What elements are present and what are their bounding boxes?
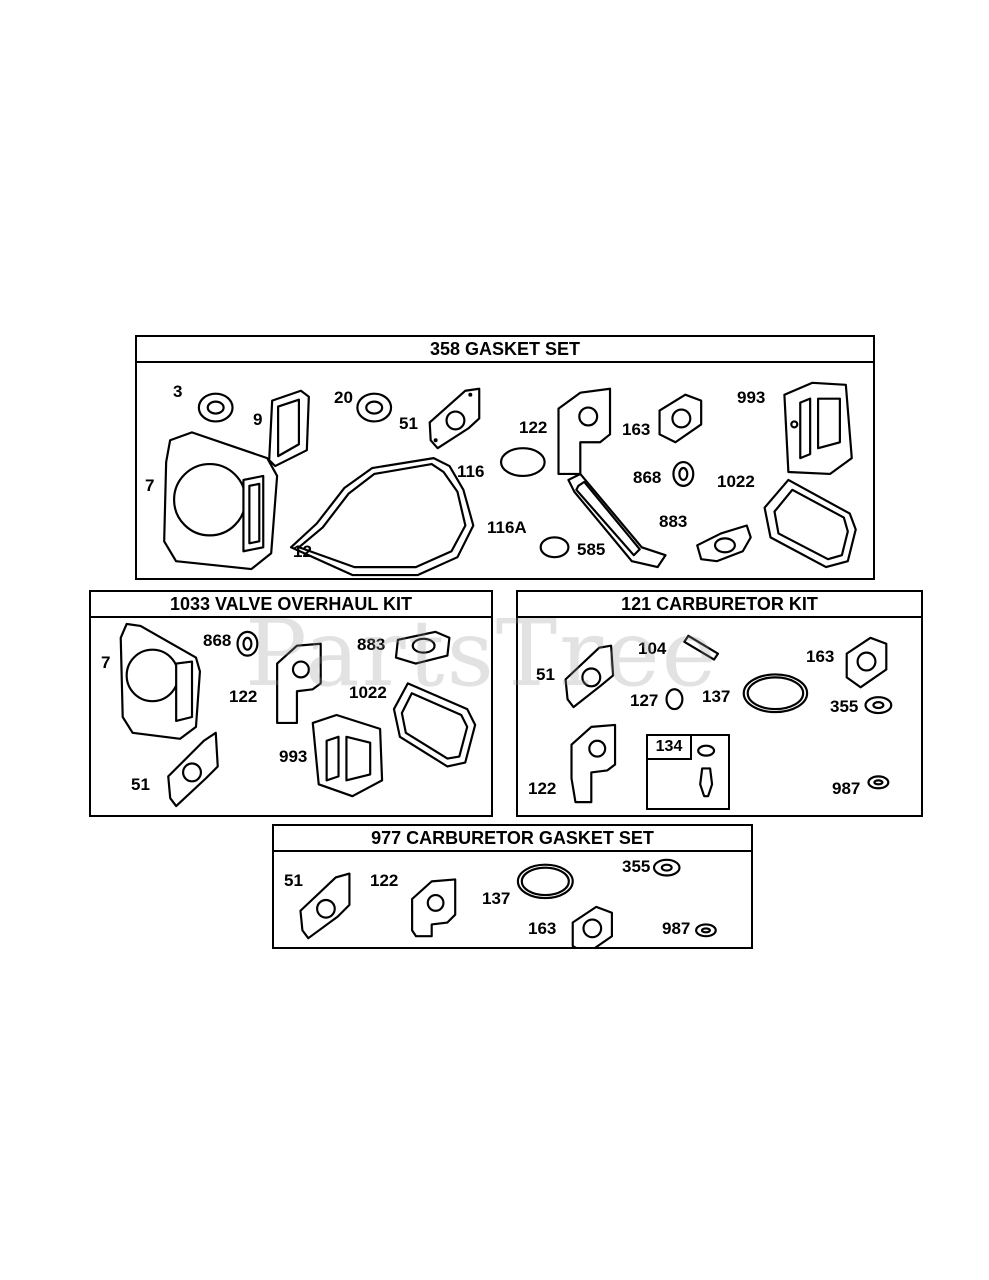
label-part-122: 122 [370,871,399,890]
part-122-insulator [557,387,612,476]
part-1022-gasket [763,478,857,569]
part-163-gasket [571,905,613,947]
kit-panel-valve-overhaul: 1033 VALVE OVERHAUL KIT [89,590,493,817]
part-993-gasket [783,381,853,476]
part-134-needle-valve [697,744,716,798]
kit-body-carburetor-gasket-set: 51 122 355 137 163 987 [274,852,751,947]
part-585-gasket [567,472,667,569]
label-part-163: 163 [622,420,651,439]
part-51-gasket [428,387,481,450]
valve-overhaul-parts-drawing [119,622,477,808]
label-part-51: 51 [131,775,150,794]
part-137-o-ring [516,863,574,900]
label-part-122: 122 [229,687,258,706]
label-part-868: 868 [633,468,662,487]
label-part-163: 163 [528,919,557,938]
part-883-gasket [696,524,752,563]
part-127-disc [665,688,684,711]
label-part-51: 51 [399,414,418,433]
part-163-gasket [845,636,888,689]
part-104-pin [683,634,720,661]
part-987-washer [867,775,890,790]
label-part-987: 987 [832,779,861,798]
part-122-insulator [276,642,322,725]
kit-body-valve-overhaul: 7 868 883 122 1022 993 51 [91,618,491,815]
part-51-gasket [564,644,615,709]
kit-body-carburetor-kit: 134 104 163 51 127 137 355 122 987 [518,618,921,815]
part-163-gasket [658,393,703,444]
label-part-137: 137 [482,889,511,908]
label-part-51: 51 [536,665,555,684]
part-7-head-gasket [163,431,279,571]
label-part-355: 355 [622,857,651,876]
label-part-1022: 1022 [717,472,755,491]
part-137-o-ring [742,673,809,714]
gasket-set-parts-drawing [163,381,857,577]
carburetor-kit-parts-drawing [564,634,893,804]
label-part-137: 137 [702,687,731,706]
part-20-oil-seal [356,392,393,423]
kit-title-gasket-set: 358 GASKET SET [137,337,873,363]
label-part-1022: 1022 [349,683,387,702]
part-122-insulator [411,878,457,938]
part-12-base-gasket [289,457,475,577]
part-868-seal [672,460,695,487]
part-355-washer [864,696,893,715]
kit-title-carburetor-kit: 121 CARBURETOR KIT [518,592,921,618]
label-part-127: 127 [630,691,659,710]
part-51-gasket [299,872,351,940]
label-part-122: 122 [519,418,548,437]
part-883-gasket [394,630,451,665]
part-3-oil-seal [197,392,234,423]
part-122-insulator [570,723,617,804]
kit-panel-gasket-set: 358 GASKET SET [135,335,875,580]
part-7-head-gasket [119,622,202,740]
part-868-seal [236,630,259,657]
label-part-883: 883 [659,512,688,531]
sub-kit-134-box: 134 [646,734,730,810]
kit-title-carburetor-gasket-set: 977 CARBURETOR GASKET SET [274,826,751,852]
label-part-7: 7 [101,653,111,672]
part-993-gasket [311,713,384,798]
label-part-122: 122 [528,779,557,798]
part-355-washer [652,858,681,877]
kit-body-gasket-set: 3 20 9 51 122 163 993 7 116 868 1022 12 … [137,363,873,578]
carburetor-gasket-set-parts-drawing [299,858,717,947]
kit-panel-carburetor-gasket-set: 977 CARBURETOR GASKET SET [272,824,753,949]
label-part-883: 883 [357,635,386,654]
label-part-993: 993 [737,388,766,407]
label-part-51: 51 [284,871,303,890]
part-1022-gasket [392,682,477,768]
kit-title-valve-overhaul: 1033 VALVE OVERHAUL KIT [91,592,491,618]
part-51-gasket [167,731,219,808]
label-part-116: 116 [457,462,485,481]
label-part-20: 20 [334,388,353,407]
label-part-163: 163 [806,647,835,666]
sub-kit-134-label: 134 [648,736,692,760]
part-116-o-ring [499,447,546,478]
label-part-987: 987 [662,919,691,938]
label-part-116a: 116A [487,518,527,537]
label-part-3: 3 [173,382,183,401]
part-987-washer [695,923,717,938]
label-part-585: 585 [577,540,606,559]
kit-panel-carburetor-kit: 121 CARBURETOR KIT [516,590,923,817]
label-part-993: 993 [279,747,308,766]
part-116a-o-ring [539,536,570,559]
label-part-104: 104 [638,639,667,658]
part-9-gasket [268,389,310,468]
label-part-868: 868 [203,631,232,650]
label-part-7: 7 [145,476,155,495]
label-part-355: 355 [830,697,859,716]
label-part-9: 9 [253,410,263,429]
label-part-12: 12 [293,542,312,561]
